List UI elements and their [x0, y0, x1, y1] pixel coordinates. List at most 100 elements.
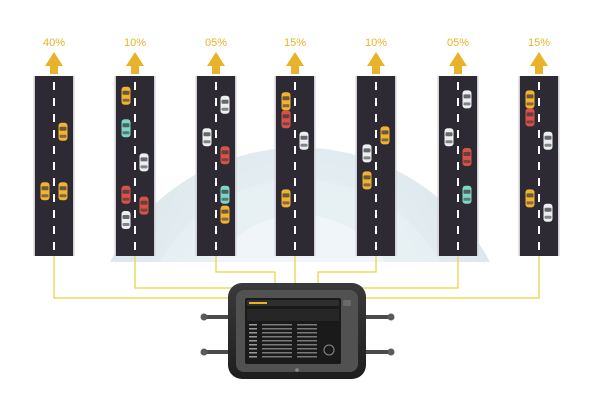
device-logo — [295, 368, 299, 372]
lane-marking — [294, 82, 296, 90]
lane-marking — [538, 98, 540, 106]
lane-marking — [538, 178, 540, 186]
connector-7 — [366, 256, 540, 299]
lane-marking — [215, 194, 217, 202]
lane-marking — [538, 242, 540, 250]
road-7 — [518, 76, 560, 256]
car-teal — [121, 119, 131, 138]
screen-panel — [247, 309, 339, 321]
lane-marking — [457, 210, 459, 218]
screen-row — [297, 336, 317, 338]
lane-marking — [375, 210, 377, 218]
screen-row — [262, 324, 292, 326]
road-4 — [274, 76, 316, 256]
screen-dial — [323, 344, 335, 356]
up-arrow-icon — [449, 52, 467, 74]
car-yellow — [380, 126, 390, 145]
up-arrow-icon — [530, 52, 548, 74]
lane-marking — [53, 146, 55, 154]
lane-marking — [375, 194, 377, 202]
lane-marking — [375, 114, 377, 122]
lane-marking — [538, 114, 540, 122]
lane-marking — [294, 178, 296, 186]
car-white — [362, 144, 372, 163]
screen-row — [249, 356, 257, 358]
lane-marking — [375, 98, 377, 106]
car-yellow — [281, 189, 291, 208]
lane-marking — [134, 178, 136, 186]
lane-marking — [375, 242, 377, 250]
antenna-right-bottom — [362, 348, 395, 356]
lane-marking — [538, 194, 540, 202]
lane-marking — [457, 98, 459, 106]
lane-marking — [53, 226, 55, 234]
lane-marking — [457, 194, 459, 202]
lane-marking — [134, 98, 136, 106]
car-yellow — [362, 171, 372, 190]
screen-row — [249, 324, 257, 326]
lane-marking — [53, 210, 55, 218]
screen-row — [262, 356, 292, 358]
lane-marking — [215, 226, 217, 234]
car-white — [121, 211, 131, 229]
car-red — [462, 148, 472, 166]
lane-marking — [457, 114, 459, 122]
connector-5 — [317, 256, 377, 283]
screen-row — [262, 336, 292, 338]
road-5-percent-label: 10% — [364, 37, 388, 49]
lane-marking — [53, 98, 55, 106]
lane-marking — [294, 194, 296, 202]
lane-marking — [53, 194, 55, 202]
car-teal — [220, 185, 230, 204]
lane-marking — [294, 114, 296, 122]
up-arrow-icon — [45, 52, 63, 74]
road-1-percent-label: 40% — [42, 37, 66, 49]
lane-marking — [215, 178, 217, 186]
road-2-percent-label: 10% — [123, 37, 147, 49]
screen-row — [249, 348, 257, 350]
screen-row — [297, 340, 317, 342]
antenna-left-top — [200, 313, 232, 321]
lane-marking — [375, 226, 377, 234]
screen-row — [249, 352, 257, 354]
lane-marking — [538, 82, 540, 90]
up-arrow-icon — [126, 52, 144, 74]
device-corner-bumper — [343, 300, 351, 306]
up-arrow-icon — [367, 52, 385, 74]
lane-marking — [134, 146, 136, 154]
lane-marking — [134, 210, 136, 218]
lane-marking — [375, 130, 377, 138]
road-1 — [33, 76, 75, 256]
screen-row — [297, 352, 317, 354]
car-white — [543, 203, 553, 222]
car-white — [444, 128, 454, 147]
road-6 — [437, 76, 479, 256]
connector-lines — [53, 256, 540, 299]
lane-marking — [538, 130, 540, 138]
car-red — [525, 108, 535, 127]
lane-marking — [134, 114, 136, 122]
lane-marking — [375, 178, 377, 186]
car-white — [139, 153, 149, 172]
screen-row — [297, 328, 317, 330]
lane-marking — [215, 162, 217, 170]
lane-marking — [538, 226, 540, 234]
lane-marking — [375, 146, 377, 154]
lane-marking — [294, 162, 296, 170]
lane-marking — [294, 146, 296, 154]
car-teal — [462, 185, 472, 204]
screen-row — [249, 340, 257, 342]
car-yellow — [58, 182, 68, 201]
connector-2 — [134, 256, 240, 289]
car-white — [220, 95, 230, 114]
lane-marking — [53, 162, 55, 170]
screen-row — [297, 348, 317, 350]
screen-row — [297, 324, 317, 326]
lane-marking — [215, 210, 217, 218]
lane-marking — [538, 162, 540, 170]
lane-marking — [134, 130, 136, 138]
lane-marking — [375, 162, 377, 170]
lane-marking — [457, 242, 459, 250]
lane-marking — [53, 242, 55, 250]
